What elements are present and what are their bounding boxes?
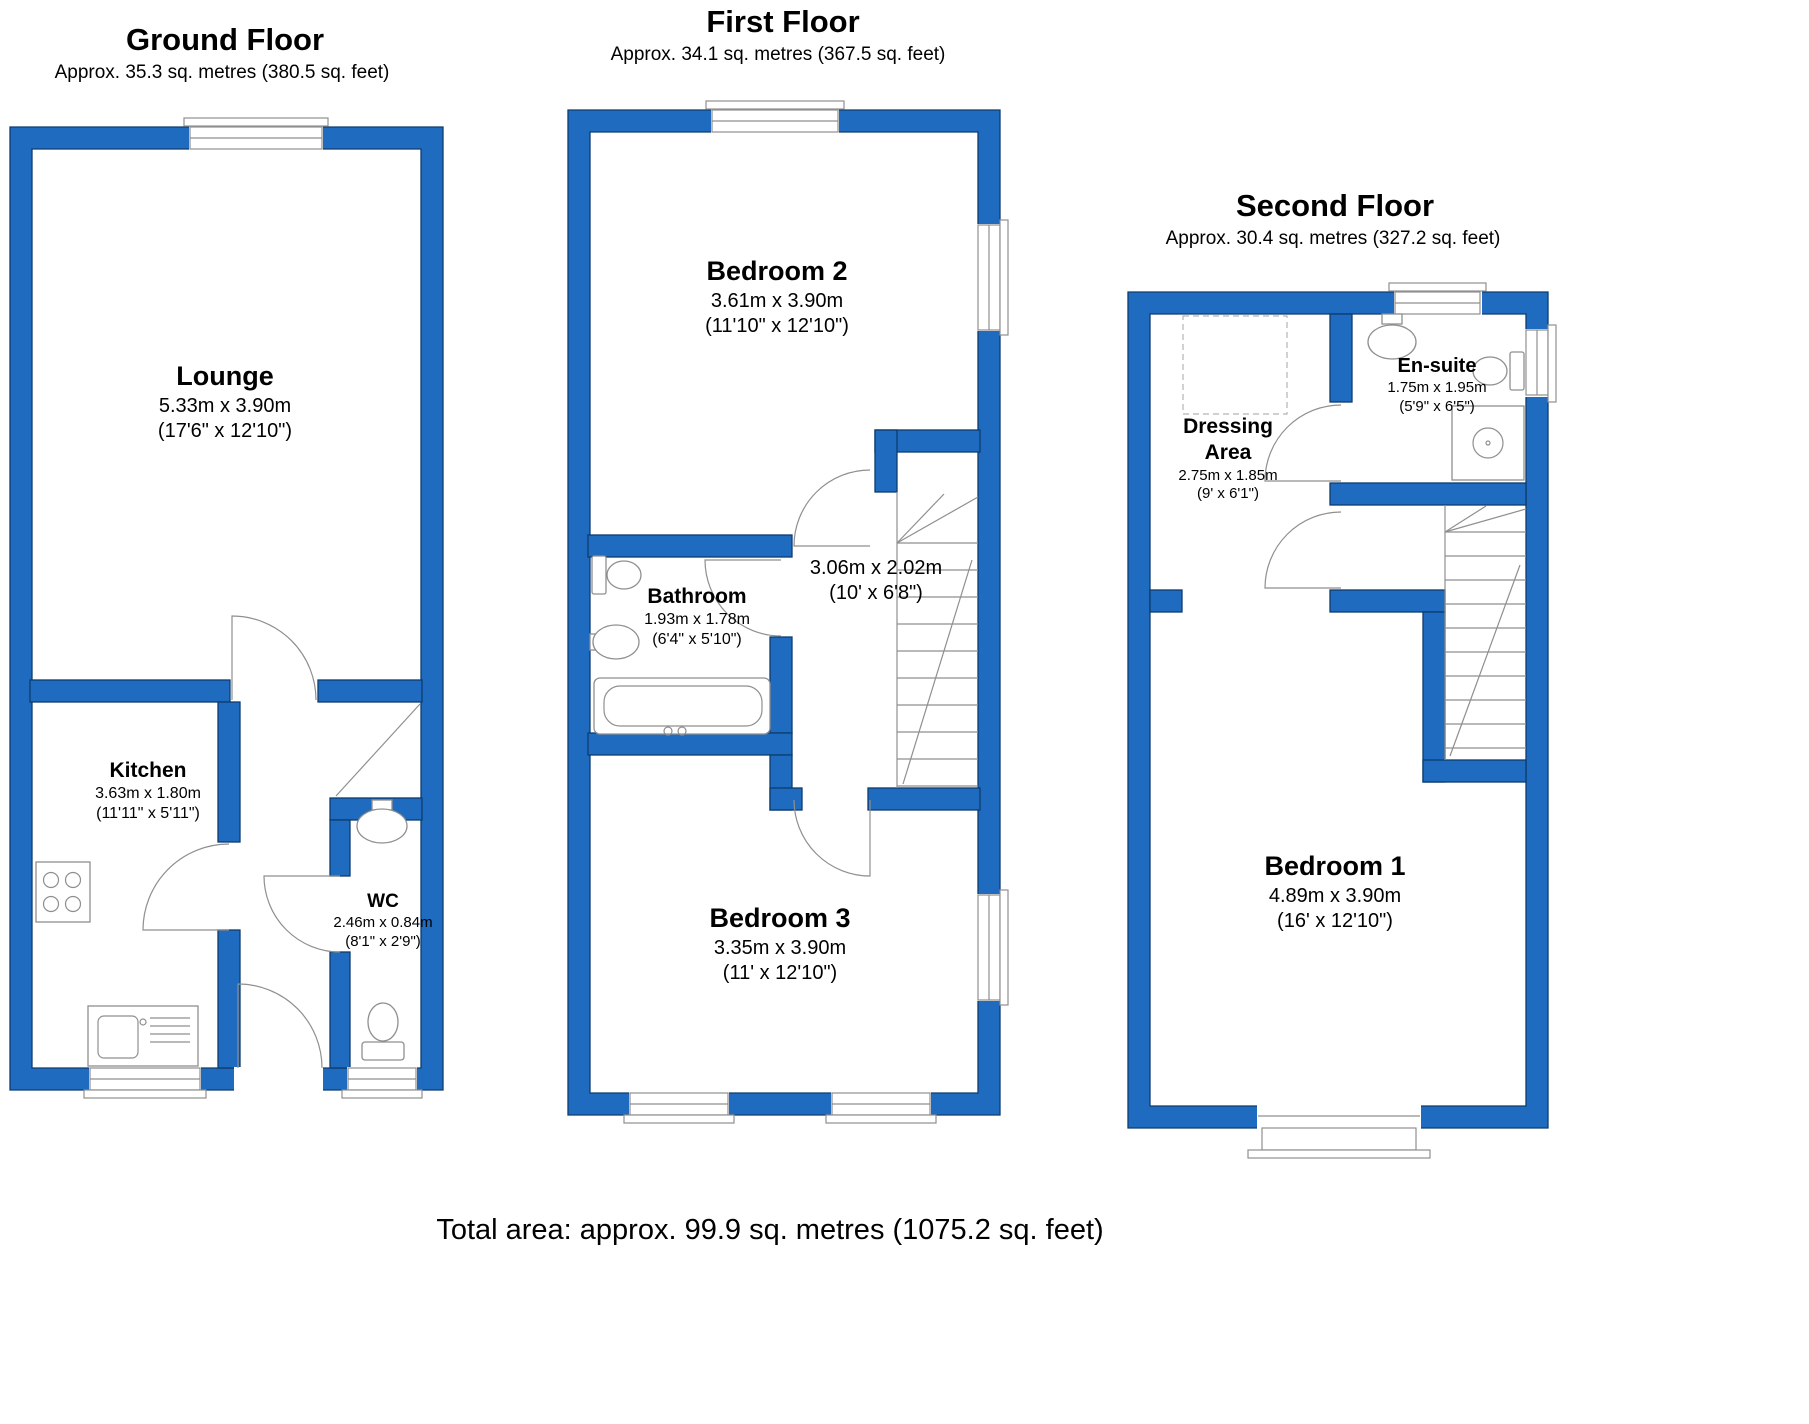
stairs: [896, 492, 979, 788]
room-name: Lounge: [176, 361, 274, 391]
room-name: Dressing Area: [1183, 415, 1273, 465]
shower-icon: [1451, 405, 1525, 481]
wc-basin-icon: [356, 799, 408, 844]
room-name: Bathroom: [647, 585, 747, 608]
dormer-window: [1247, 1105, 1431, 1159]
first-floor-title: First Floor: [706, 4, 860, 39]
door-arcs: [1264, 404, 1342, 589]
room-dim-imperial: (17'6" x 12'10"): [157, 419, 293, 442]
room-name: Bedroom 3: [709, 903, 851, 933]
ground-floor-subtitle: Approx. 35.3 sq. metres (380.5 sq. feet): [54, 62, 390, 83]
second-floor-plan: [1127, 282, 1557, 1159]
room-label-bedroom-3: Bedroom 3 3.35m x 3.90m (11' x 12'10"): [709, 902, 850, 986]
room-label-bedroom-1: Bedroom 1 4.89m x 3.90m (16' x 12'10"): [1264, 850, 1405, 934]
first-floor-plan: [567, 100, 1009, 1124]
hob-icon: [35, 861, 91, 923]
windows: [83, 117, 423, 1099]
room-dim-metric: 2.46m x 0.84m: [333, 913, 433, 931]
room-dim-imperial: (6'4" x 5'10"): [652, 631, 742, 649]
room-dim-imperial: (5'9" x 6'5"): [1399, 397, 1475, 415]
room-label-lounge: Lounge 5.33m x 3.90m (17'6" x 12'10"): [158, 360, 292, 444]
interior-walls: [29, 679, 423, 1069]
first-floor-subtitle: Approx. 34.1 sq. metres (367.5 sq. feet): [610, 44, 946, 65]
bathroom-toilet-icon: [591, 555, 642, 595]
interior-walls: [1149, 313, 1527, 783]
second-floor-title: Second Floor: [1235, 188, 1435, 223]
room-dim-metric: 3.35m x 3.90m: [713, 936, 847, 959]
room-label-en-suite: En-suite 1.75m x 1.95m (5'9" x 6'5"): [1387, 354, 1486, 417]
room-dim-imperial: (9' x 6'1"): [1197, 485, 1259, 503]
stairs: [1444, 505, 1527, 760]
wc-toilet-icon: [361, 1002, 405, 1061]
bathroom-basin-icon: [589, 624, 640, 660]
room-name: Bedroom 2: [706, 256, 848, 286]
windows: [623, 100, 1009, 1124]
room-dim-metric: 1.93m x 1.78m: [644, 611, 750, 629]
room-name: WC: [367, 891, 399, 912]
room-dim-imperial: (11' x 12'10"): [722, 961, 838, 984]
ensuite-toilet-icon: [1472, 351, 1525, 391]
bathtub-icon: [593, 677, 771, 736]
ensuite-basin-icon: [1367, 313, 1417, 360]
room-dim-metric: 2.75m x 1.85m: [1178, 466, 1278, 484]
outer-wall: [567, 109, 1001, 1116]
understairs-line: [335, 703, 421, 797]
room-dim-metric: 5.33m x 3.90m: [158, 394, 292, 417]
kitchen-sink-icon: [87, 1005, 199, 1067]
room-label-kitchen: Kitchen 3.63m x 1.80m (11'11" x 5'11"): [95, 758, 201, 824]
room-label-landing: 3.06m x 2.02m (10' x 6'8"): [810, 556, 942, 606]
roof-window-outline: [1182, 315, 1288, 415]
room-dim-imperial: (11'11" x 5'11"): [96, 805, 200, 823]
room-label-wc: WC 2.46m x 0.84m (8'1" x 2'9"): [333, 890, 432, 951]
ground-floor-title: Ground Floor: [125, 22, 325, 57]
room-dim-metric: 4.89m x 3.90m: [1268, 884, 1402, 907]
room-name: En-suite: [1397, 355, 1477, 377]
room-dim-metric: 3.63m x 1.80m: [95, 785, 201, 803]
interior-walls: [587, 429, 981, 811]
room-dim-imperial: (8'1" x 2'9"): [345, 932, 421, 950]
room-label-bathroom: Bathroom 1.93m x 1.78m (6'4" x 5'10"): [644, 584, 750, 650]
door-arcs: [142, 615, 341, 1091]
room-label-dressing-area: Dressing Area 2.75m x 1.85m (9' x 6'1"): [1163, 414, 1293, 504]
room-dim-metric: 1.75m x 1.95m: [1387, 379, 1487, 396]
room-label-bedroom-2: Bedroom 2 3.61m x 3.90m (11'10" x 12'10"…: [705, 255, 849, 339]
second-floor-subtitle: Approx. 30.4 sq. metres (327.2 sq. feet): [1165, 228, 1501, 249]
windows: [1388, 282, 1557, 403]
room-dim-metric: 3.06m x 2.02m: [809, 557, 943, 579]
room-dim-metric: 3.61m x 3.90m: [710, 289, 844, 312]
door-arcs: [704, 469, 871, 877]
room-name: Bedroom 1: [1264, 851, 1406, 881]
room-name: Kitchen: [109, 759, 187, 782]
room-dim-imperial: (10' x 6'8"): [829, 582, 923, 604]
room-dim-imperial: (16' x 12'10"): [1277, 909, 1393, 932]
total-area-text: Total area: approx. 99.9 sq. metres (107…: [436, 1214, 1104, 1246]
ground-floor-plan: [9, 117, 444, 1099]
room-dim-imperial: (11'10" x 12'10"): [705, 314, 849, 337]
